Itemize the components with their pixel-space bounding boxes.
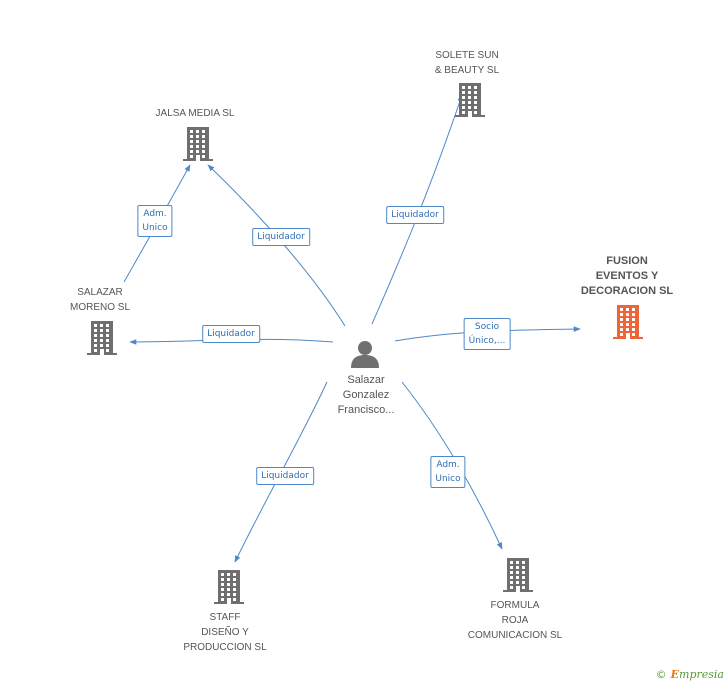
building-icon[interactable] bbox=[87, 321, 117, 360]
node-label-jalsa[interactable]: JALSA MEDIA SL bbox=[155, 108, 235, 119]
node-label-fusion[interactable]: FUSION EVENTOS Y DECORACION SL bbox=[580, 255, 674, 297]
copyright-icon: © bbox=[655, 668, 667, 681]
node-label-formula[interactable]: FORMULA ROJA COMUNICACION SL bbox=[467, 600, 563, 641]
edge-label[interactable]: Liquidador bbox=[256, 467, 314, 485]
person-icon[interactable] bbox=[349, 338, 381, 375]
building-icon[interactable] bbox=[503, 558, 533, 597]
edge-label[interactable]: Socio Único,... bbox=[463, 318, 511, 350]
edge-label[interactable]: Adm. Unico bbox=[137, 205, 173, 237]
footer-brand[interactable]: ©Empresia bbox=[656, 668, 724, 681]
edge-label[interactable]: Liquidador bbox=[252, 228, 310, 246]
node-label-salazar[interactable]: SALAZAR MORENO SL bbox=[69, 287, 131, 313]
building-icon[interactable] bbox=[214, 570, 244, 609]
edge-label[interactable]: Liquidador bbox=[386, 206, 444, 224]
building-icon[interactable] bbox=[183, 127, 213, 166]
center-person-label[interactable]: Salazar Gonzalez Francisco... bbox=[337, 374, 395, 416]
brand-initial: E bbox=[670, 668, 680, 681]
edge-label[interactable]: Adm. Unico bbox=[430, 456, 466, 488]
brand-name: mpresia bbox=[679, 668, 724, 681]
node-label-solete[interactable]: SOLETE SUN & BEAUTY SL bbox=[434, 50, 500, 76]
node-label-staff[interactable]: STAFF DISEÑO Y PRODUCCION SL bbox=[183, 612, 267, 653]
building-icon[interactable] bbox=[455, 83, 485, 122]
edge-label[interactable]: Liquidador bbox=[202, 325, 260, 343]
building-icon-highlight[interactable] bbox=[613, 305, 643, 344]
